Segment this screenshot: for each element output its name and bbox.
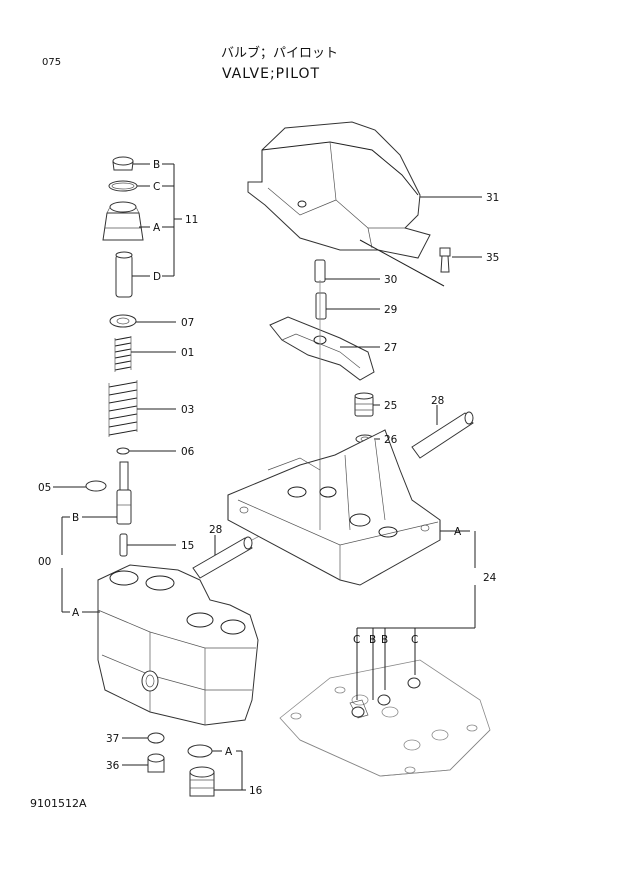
part-washer-06 xyxy=(116,447,130,455)
part-spool-stem xyxy=(116,461,132,525)
leader-lines xyxy=(53,163,482,791)
callout-15: 15 xyxy=(181,540,194,552)
page-number: 075 xyxy=(42,57,62,68)
callout-36: 36 xyxy=(106,760,120,772)
title-japanese: バルブ；パイロット xyxy=(221,46,339,61)
callout-07: 07 xyxy=(181,317,194,329)
callout-16-A: A xyxy=(225,746,233,758)
callout-30: 30 xyxy=(384,274,397,286)
callout-11-D: D xyxy=(153,271,161,283)
part-oring-C xyxy=(108,180,138,192)
callout-01: 01 xyxy=(181,347,194,359)
callout-28-left: 28 xyxy=(209,524,222,536)
part-plug-25 xyxy=(354,392,374,417)
callout-11-B: B xyxy=(153,159,160,171)
drawing-number: 9101512A xyxy=(30,797,87,810)
part-boot-A xyxy=(102,201,144,241)
callout-11-C: C xyxy=(153,181,160,193)
callout-06: 06 xyxy=(181,446,195,458)
callout-00-B: B xyxy=(72,512,79,524)
callout-16: 16 xyxy=(249,785,263,797)
part-bolt-35 xyxy=(439,247,451,273)
part-seat-05 xyxy=(85,480,107,492)
part-plug-36 xyxy=(147,753,165,773)
callout-05: 05 xyxy=(38,482,51,494)
callout-31: 31 xyxy=(486,192,499,204)
part-oring-37 xyxy=(147,732,165,744)
callout-25: 25 xyxy=(384,400,397,412)
callout-26: 26 xyxy=(384,434,398,446)
part-pin-28-right xyxy=(411,411,474,459)
part-pin-29 xyxy=(315,292,327,320)
callout-24: 24 xyxy=(483,572,497,584)
part-pin-30 xyxy=(314,259,326,283)
part-spring-01 xyxy=(114,336,132,372)
part-cam-plate-27 xyxy=(269,316,375,381)
callout-03: 03 xyxy=(181,404,194,416)
callout-11: 11 xyxy=(185,214,198,226)
callout-24-B2: B xyxy=(381,634,388,646)
part-cap-B xyxy=(112,156,134,171)
callout-29: 29 xyxy=(384,304,397,316)
callout-28-right: 28 xyxy=(431,395,444,407)
part-cover xyxy=(247,121,445,287)
callout-35: 35 xyxy=(486,252,499,264)
callout-37: 37 xyxy=(106,733,119,745)
part-plug-16 xyxy=(189,766,215,797)
part-bottom-plate xyxy=(279,659,491,777)
title-english: VALVE;PILOT xyxy=(222,66,321,82)
part-oring-A-16 xyxy=(187,744,213,758)
part-body-00 xyxy=(97,564,259,726)
part-rod-D xyxy=(115,251,133,298)
callout-24-C2: C xyxy=(411,634,418,646)
callout-27: 27 xyxy=(384,342,397,354)
callout-00: 00 xyxy=(38,556,51,568)
callout-24-A: A xyxy=(454,526,462,538)
part-spring-03 xyxy=(108,380,138,437)
callout-11-A: A xyxy=(153,222,161,234)
callout-24-C1: C xyxy=(353,634,360,646)
part-washer-07 xyxy=(109,314,137,328)
callout-24-B1: B xyxy=(369,634,376,646)
part-pin-15 xyxy=(119,533,128,557)
callout-00-A: A xyxy=(72,607,80,619)
part-casing-24 xyxy=(227,429,441,586)
